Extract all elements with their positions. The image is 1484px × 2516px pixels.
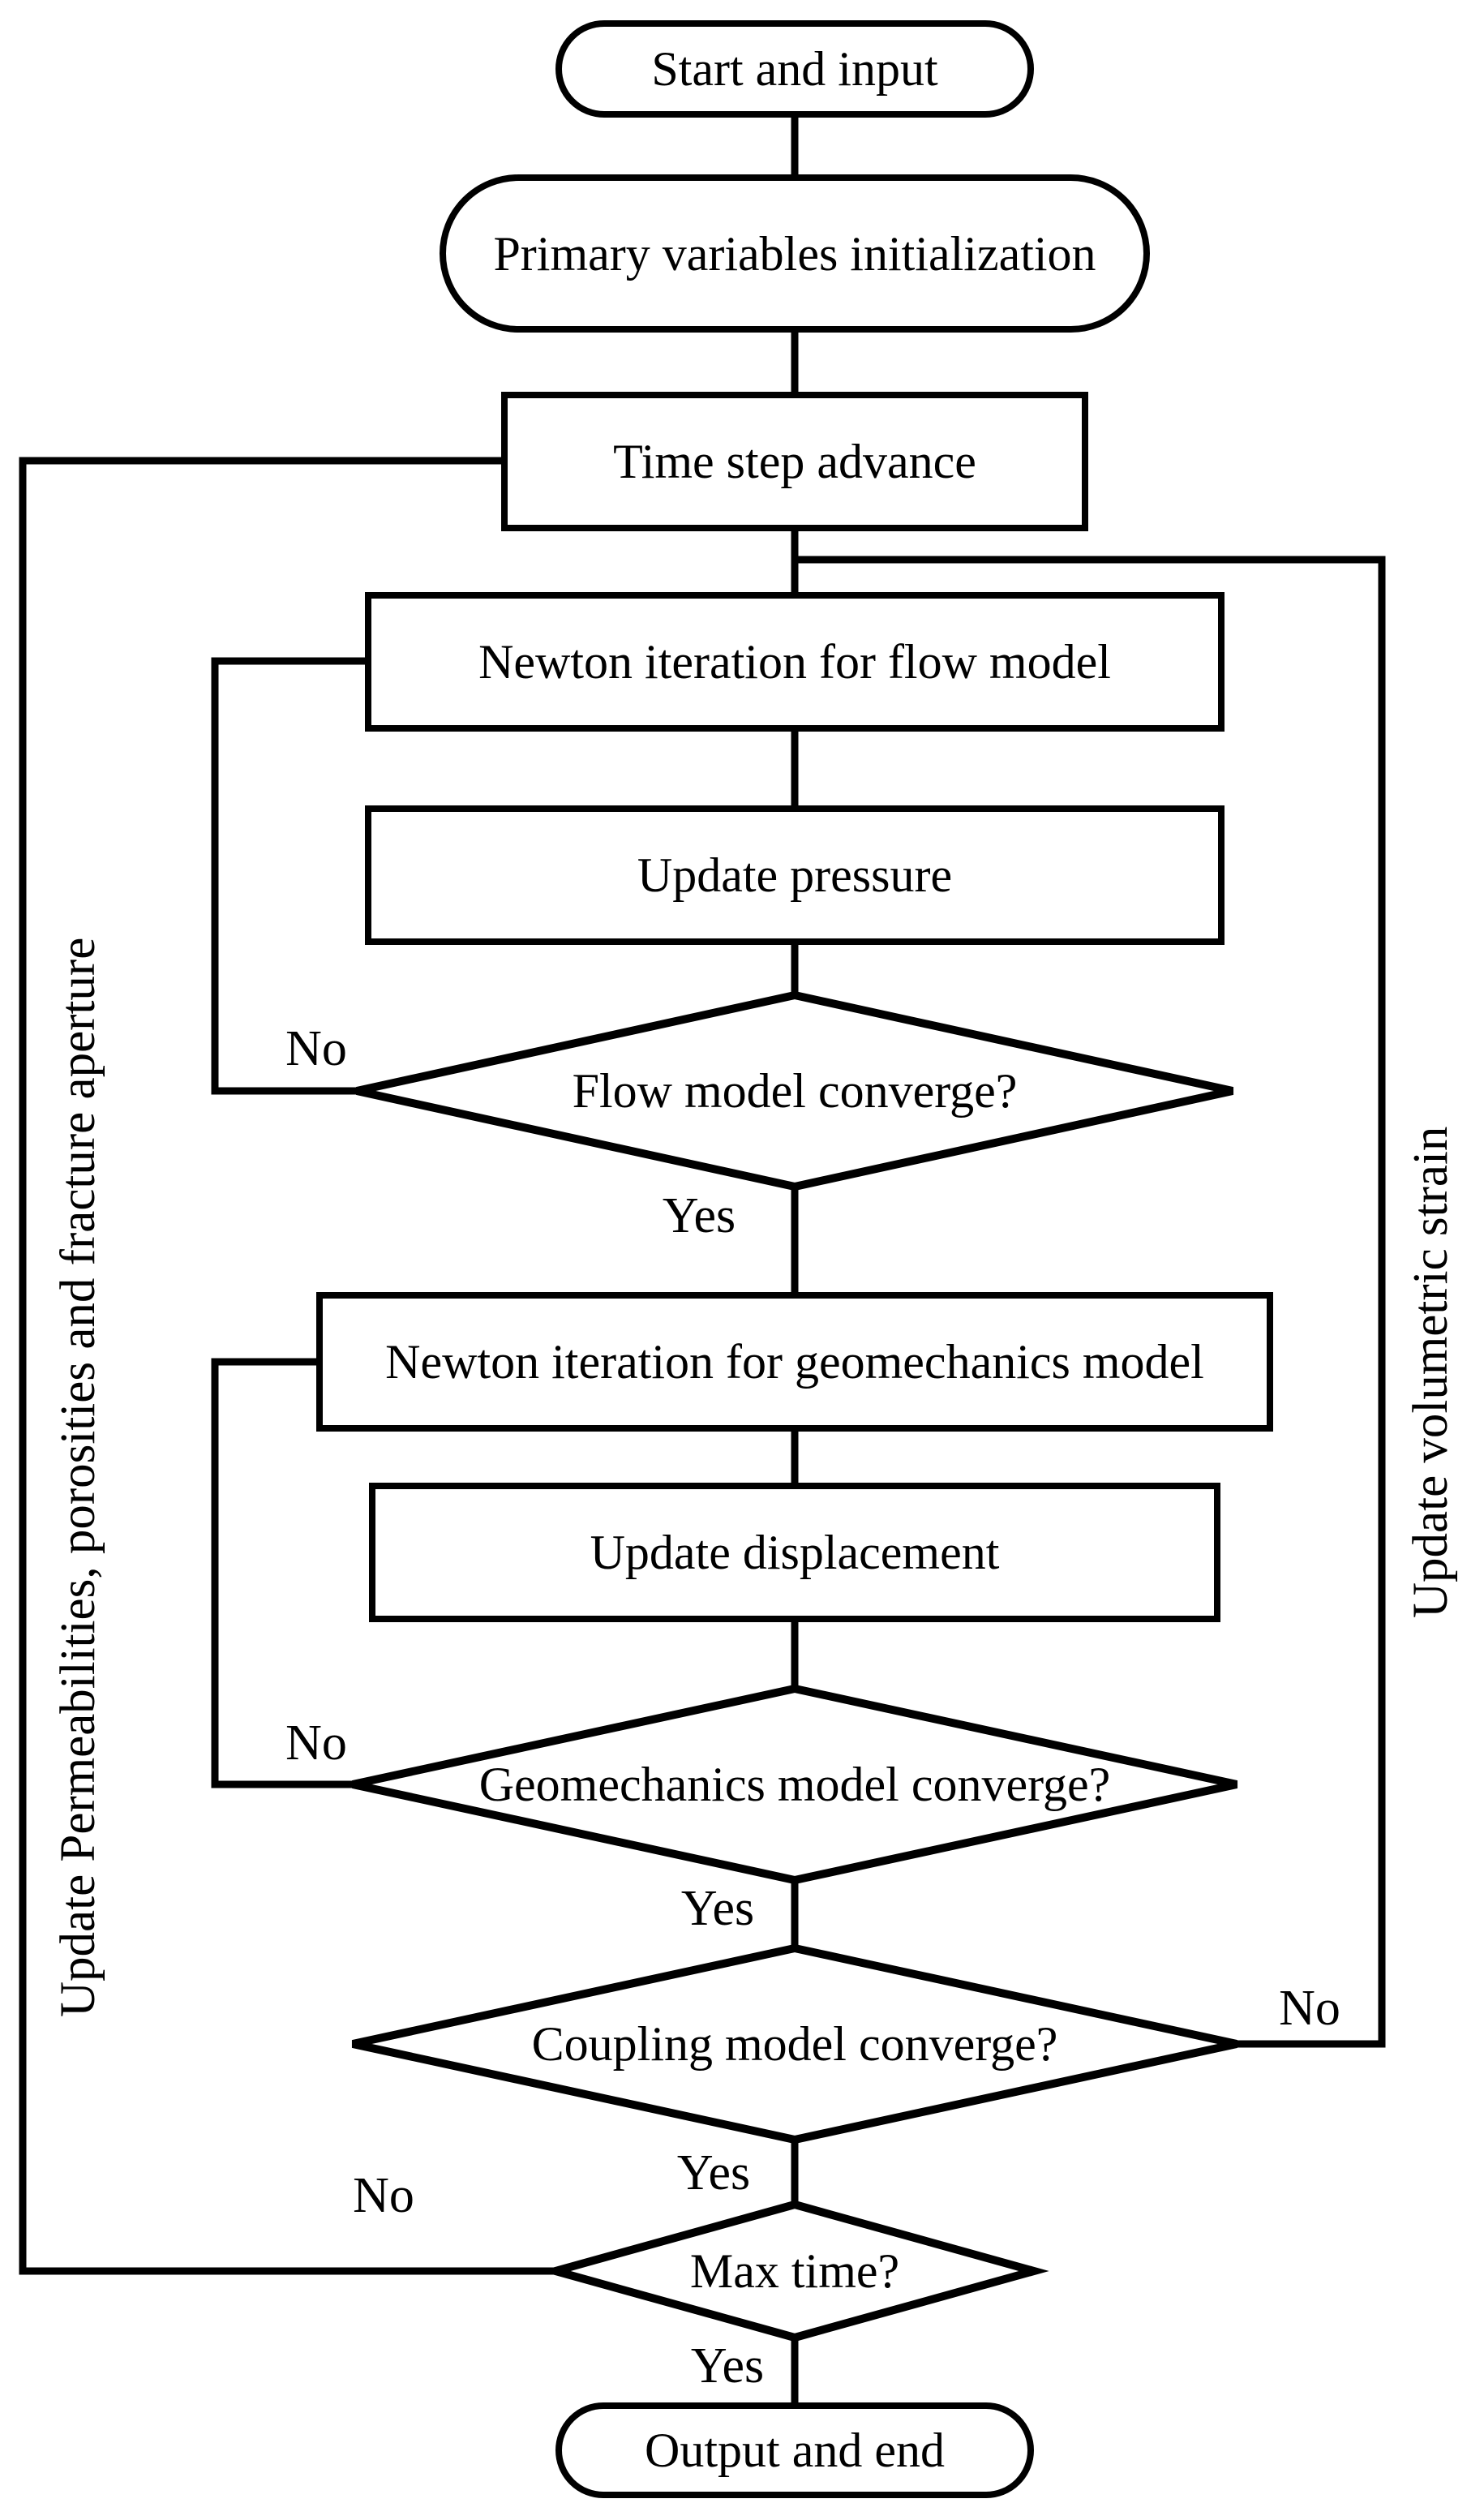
node-flow-converge-diamond	[355, 990, 1234, 1191]
node-update-displacement-label: Update displacement	[590, 1526, 1000, 1579]
label-coupling-no: No	[1279, 1981, 1340, 2036]
node-output: Output and end	[555, 2402, 1034, 2498]
node-flow-converge-label: Flow model converge?	[572, 1064, 1018, 1118]
label-flow-yes: Yes	[662, 1188, 736, 1243]
node-time-step: Time step advance	[501, 392, 1088, 531]
node-newton-flow: Newton iteration for flow model	[365, 592, 1225, 732]
node-coupling-converge-diamond	[351, 1943, 1238, 2145]
label-max-no: No	[353, 2168, 414, 2223]
label-left-update-permeabilities: Update Permeabilities, porosities and fr…	[51, 937, 105, 2017]
edge-geo-no-loop	[211, 1358, 358, 1788]
label-geo-no: No	[285, 1715, 347, 1771]
node-geo-converge-diamond	[351, 1684, 1238, 1885]
node-update-displacement: Update displacement	[369, 1483, 1220, 1622]
label-max-yes: Yes	[690, 2338, 765, 2394]
node-newton-geo-label: Newton iteration for geomechanics model	[385, 1335, 1204, 1389]
node-coupling-converge-label: Coupling model converge?	[531, 2017, 1058, 2071]
node-start-label: Start and input	[651, 42, 938, 96]
edge-coupling-no-loop	[791, 556, 1386, 2048]
node-newton-flow-label: Newton iteration for flow model	[478, 635, 1111, 689]
edge-max-no-loop	[19, 457, 561, 2275]
label-geo-yes: Yes	[680, 1881, 755, 1936]
node-start: Start and input	[555, 20, 1034, 118]
node-max-time-label: Max time?	[689, 2244, 900, 2298]
node-primary-init-label: Primary variables initialization	[493, 226, 1096, 281]
label-right-update-volumetric-strain: Update volumetric strain	[1404, 1126, 1458, 1618]
node-time-step-label: Time step advance	[613, 435, 976, 488]
node-geo-converge-label: Geomechanics model converge?	[478, 1758, 1111, 1811]
label-coupling-yes: Yes	[676, 2145, 751, 2200]
edge-flow-no-loop	[211, 657, 371, 1095]
node-max-time-diamond	[540, 2200, 1049, 2342]
node-primary-init: Primary variables initialization	[440, 174, 1150, 333]
node-update-pressure-label: Update pressure	[637, 848, 953, 902]
label-flow-no: No	[285, 1021, 347, 1076]
node-output-label: Output and end	[645, 2424, 945, 2477]
node-update-pressure: Update pressure	[365, 805, 1225, 945]
node-newton-geo: Newton iteration for geomechanics model	[316, 1292, 1273, 1432]
